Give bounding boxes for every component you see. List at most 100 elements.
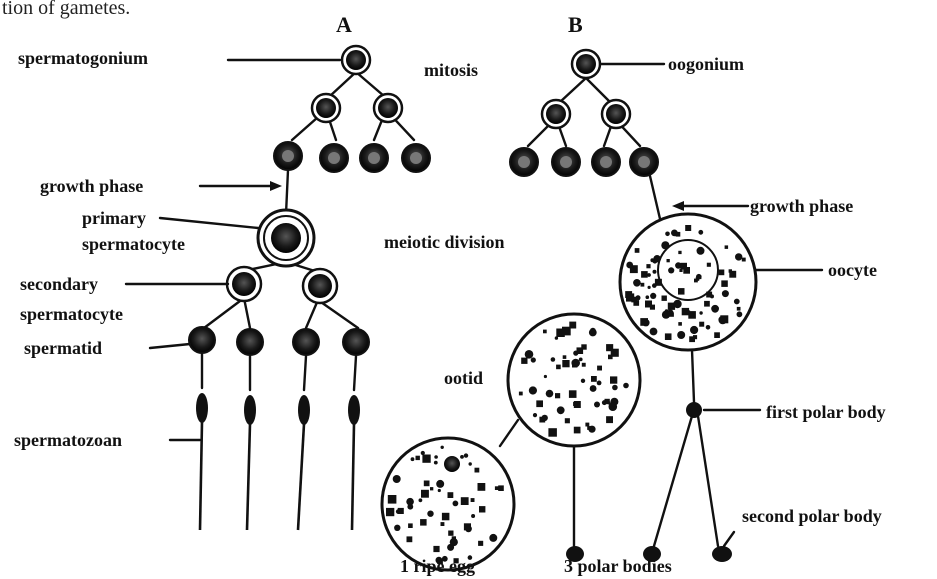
yolk-granule	[653, 255, 660, 262]
mitotic-cell-nucleus	[410, 152, 422, 164]
primary-spermatocyte-nucleus	[271, 223, 301, 253]
yolk-granule	[721, 280, 728, 287]
yolk-granule	[734, 299, 740, 305]
yolk-granule	[635, 248, 640, 253]
yolk-granule	[421, 451, 425, 455]
yolk-granule	[698, 230, 703, 235]
yolk-granule	[673, 300, 681, 308]
mitotic-cell-nucleus	[638, 156, 650, 168]
ripe-egg-caption: 1 ripe egg	[400, 556, 475, 576]
yolk-granule	[536, 400, 543, 407]
yolk-granule	[626, 262, 633, 269]
yolk-granule	[434, 461, 438, 465]
yolk-granule	[641, 271, 648, 278]
yolk-granule	[590, 385, 597, 392]
yolk-granule	[395, 526, 399, 530]
yolk-granule	[685, 225, 691, 231]
yolk-granule	[557, 406, 565, 414]
oogenesis-panel	[382, 50, 756, 570]
yolk-granule	[667, 309, 673, 315]
growth-phase-label-b: growth phase	[750, 196, 853, 216]
yolk-granule	[544, 375, 547, 378]
yolk-granule	[650, 258, 654, 262]
yolk-granule	[729, 269, 732, 272]
yolk-granule	[519, 392, 523, 396]
yolk-granule	[697, 247, 705, 255]
second-polar-body-label: second polar body	[742, 506, 882, 526]
yolk-granule	[698, 275, 702, 279]
yolk-granule	[661, 241, 669, 249]
yolk-granule	[569, 390, 577, 398]
yolk-granule	[573, 351, 578, 356]
mitotic-cell-nucleus	[546, 104, 566, 124]
yolk-granule	[450, 538, 458, 546]
mitotic-cell-nucleus	[600, 156, 612, 168]
yolk-granule	[608, 355, 613, 360]
yolk-granule	[416, 456, 420, 460]
yolk-granule	[419, 498, 423, 502]
spermatozoon	[196, 354, 208, 530]
ootid-label: ootid	[444, 368, 483, 388]
spermatid-cell	[343, 329, 369, 355]
yolk-granule	[625, 291, 632, 298]
secondary-spermatocyte-nucleus	[232, 272, 256, 296]
meiotic-division-label: meiotic division	[384, 232, 505, 252]
yolk-granule	[565, 418, 570, 423]
yolk-granule	[498, 485, 504, 491]
yolk-granule	[677, 331, 685, 339]
yolk-granule	[714, 332, 720, 338]
oogonium-label: oogonium	[668, 54, 744, 74]
yolk-granule	[650, 305, 655, 310]
yolk-granule	[699, 322, 704, 327]
yolk-granule	[678, 251, 681, 254]
yolk-granule	[676, 232, 681, 237]
yolk-granule	[464, 453, 468, 457]
yolk-granule	[422, 455, 430, 463]
yolk-granule	[665, 232, 670, 237]
yolk-granule	[571, 359, 580, 368]
yolk-granule	[546, 390, 554, 398]
yolk-granule	[529, 386, 537, 394]
yolk-granule	[433, 546, 439, 552]
yolk-granule	[448, 492, 454, 498]
yolk-granule	[424, 481, 430, 487]
yolk-granule	[555, 393, 560, 398]
yolk-granule	[667, 259, 670, 262]
spermatozoon	[348, 356, 360, 530]
yolk-granule	[548, 428, 557, 437]
yolk-granule	[388, 495, 397, 504]
mitotic-cell-nucleus	[368, 152, 380, 164]
yolk-granule	[646, 295, 650, 299]
mitotic-cell-nucleus	[378, 98, 398, 118]
yolk-granule	[436, 480, 444, 488]
yolk-granule	[471, 498, 475, 502]
yolk-granule	[421, 490, 429, 498]
yolk-granule	[420, 519, 427, 526]
polar-bodies-caption: 3 polar bodies	[564, 556, 672, 576]
yolk-granule	[542, 415, 548, 421]
spermatozoon	[298, 356, 310, 530]
yolk-granule	[680, 263, 687, 270]
yolk-granule	[704, 301, 710, 307]
first-polar-body-label: first polar body	[766, 402, 886, 422]
yolk-granule	[495, 486, 499, 490]
mitotic-cell-nucleus	[518, 156, 530, 168]
yolk-granule	[585, 423, 589, 427]
yolk-granule	[441, 522, 445, 526]
yolk-granule	[562, 327, 571, 336]
yolk-granule	[407, 504, 413, 510]
yolk-granule	[441, 446, 444, 449]
yolk-granule	[475, 468, 480, 473]
panel-label-b: B	[568, 12, 583, 37]
growth-phase-label-a: growth phase	[40, 176, 143, 196]
yolk-granule	[718, 316, 727, 325]
mitotic-cell-nucleus	[282, 150, 294, 162]
yolk-granule	[665, 333, 672, 340]
yolk-granule	[543, 330, 547, 334]
yolk-granule	[668, 267, 674, 273]
yolk-granule	[610, 376, 617, 383]
yolk-granule	[606, 344, 613, 351]
oocyte-label: oocyte	[828, 260, 877, 280]
yolk-granule	[562, 360, 569, 367]
yolk-granule	[687, 310, 691, 314]
